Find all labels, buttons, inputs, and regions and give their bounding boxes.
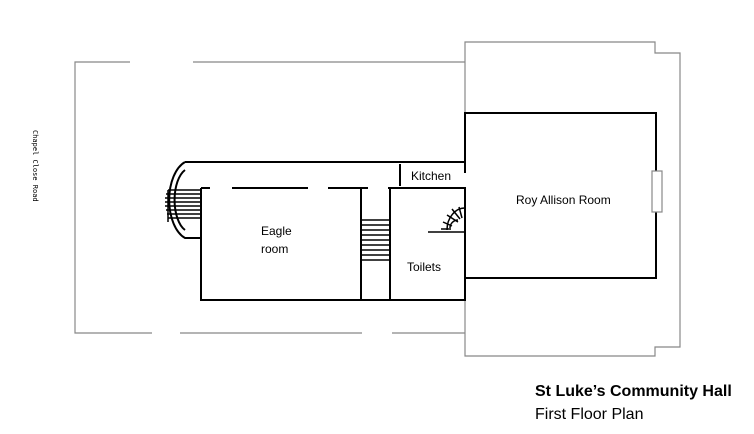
site-boundary xyxy=(74,61,465,334)
plan-title: St Luke’s Community Hall xyxy=(535,383,732,400)
label-toilets: Toilets xyxy=(407,260,441,274)
label-road: Chapel Close Road xyxy=(31,130,39,202)
label-roy-allison-room: Roy Allison Room xyxy=(516,193,611,207)
small-spiral-staircase xyxy=(428,206,466,233)
left-spiral-staircase xyxy=(168,161,202,239)
window xyxy=(651,170,663,213)
left-stair-treads xyxy=(165,189,201,222)
plan-subtitle: First Floor Plan xyxy=(535,406,644,423)
label-kitchen: Kitchen xyxy=(411,169,451,183)
label-eagle-room-line1: Eagle xyxy=(261,224,292,238)
center-staircase xyxy=(362,219,390,261)
label-eagle-room-line2: room xyxy=(261,242,288,256)
main-building-walls xyxy=(185,161,466,301)
annex-outline xyxy=(464,41,681,357)
